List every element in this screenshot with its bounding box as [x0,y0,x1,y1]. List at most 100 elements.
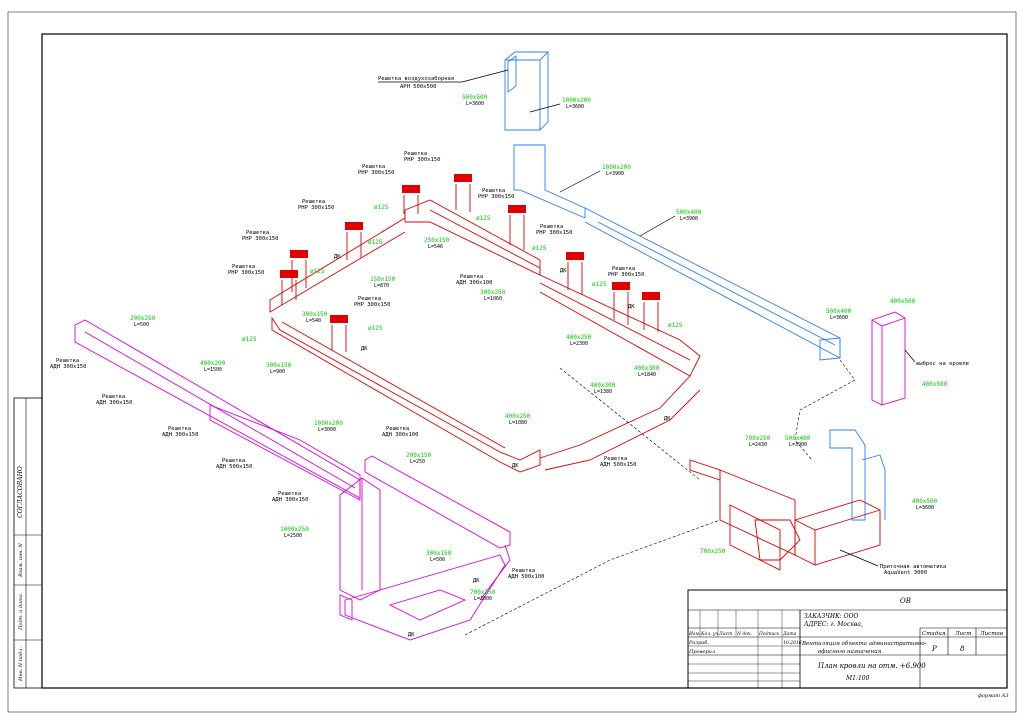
dk-3: ДК [628,304,635,310]
blue-size-7: 400х500 [912,498,938,505]
grille-label-10b: РНР 300х150 [354,302,390,308]
mag-len-3: L=3000 [318,427,336,433]
blue-size-2: 1000х200 [562,97,591,104]
side-stamp: СОГЛАСОВАНО Взам. инв. N Подп. и дата Ин… [13,397,43,689]
red-size-5: 300х250 [480,289,506,296]
intake-grille-type: АРН 500х500 [400,84,436,90]
unit-model: AquaVent 3000 [884,570,927,576]
mag-grille-2b: АДН 300х150 [96,400,132,406]
grille-label-3b: РНР 300х150 [478,194,514,200]
grille-label-7b: РНР 300х150 [608,272,644,278]
tb-address: АДРЕС: г. Москва, [803,621,863,628]
grille-label-7a: Решетка [612,266,635,272]
mag-size-3: 1000х200 [314,420,343,427]
mag-size-5: 1000х250 [280,526,309,533]
diam-9: ø125 [242,336,257,343]
blue-duct-system [504,51,886,521]
grille-label-6b: РНР 300х150 [242,236,278,242]
diam-2: ø125 [476,215,491,222]
red-len-9: L=1080 [509,420,527,426]
tb-date: 10.2016 [783,640,802,646]
tb-plan: План кровли на отм. +6.900 [817,662,926,670]
red-len-3: L=540 [306,318,321,324]
intake-grille [507,55,517,93]
red-size-9: 400х250 [505,413,531,420]
blue-len-7: L=3600 [916,505,934,511]
grille-label-4a: Решетка [302,199,325,205]
blue-size-4: 500х400 [676,209,702,216]
grille-label-1a: Решетка [404,151,427,157]
tb-sheet-h: Лист [954,631,971,637]
dk-4: ДК [361,346,368,352]
red-len-8: L=1380 [594,389,612,395]
diam-5: ø125 [310,268,325,275]
drawing-frame [41,33,1008,689]
red-len-1: L=546 [428,244,443,250]
mag-size-4: 200х150 [406,452,432,459]
mag-grille-3b: АДН 300х150 [162,432,198,438]
diam-6: ø125 [592,281,607,288]
stamp-sign: Подп. и дата [18,594,24,631]
blue-len-4: L=3900 [680,216,698,222]
stamp-agreed: СОГЛАСОВАНО [17,466,24,518]
outer-sheet-edge [7,11,1017,713]
grille-label-4b: РНР 300х150 [298,205,334,211]
blue-len-3: L=3900 [606,171,624,177]
blue-size-5: 500х400 [826,308,852,315]
diam-8: ø125 [668,322,683,329]
red-len-7: L=1840 [638,372,656,378]
red-len-10: L=2430 [749,442,767,448]
tb-role-1: Разраб. [688,639,709,646]
tb-col-3: Лист [718,631,732,637]
tb-format: формат А3 [978,692,1009,699]
blue-len-1: L=3600 [466,101,484,107]
mag-len-5: L=2500 [284,533,302,539]
dashed-link-1 [794,359,856,461]
shaft-size-bottom: 400х500 [922,381,948,388]
mag-size-6: 300х150 [426,550,452,557]
grille-label-11b: АДН 500х150 [600,462,636,468]
blue-len-5: L=3600 [830,315,848,321]
intake-grille-title: Решетка воздухозаборная [378,75,454,82]
dk-1: ДК [334,254,341,260]
tb-col-2: Кол. уч. [700,631,720,637]
grille-label-1b: РНР 300х150 [404,157,440,163]
mag-grille-6a: Решетка [278,491,301,497]
stamp-inv: Инв. N подл. [18,647,24,682]
tb-code: ОВ [900,597,911,605]
grille-label-2a: Решетка [362,164,385,170]
stamp-replaced: Взам. инв. N [18,543,24,578]
diam-4: ø125 [532,245,547,252]
red-size-4: 300х150 [266,362,292,369]
dk-8: ДК [408,632,415,638]
dk-2: ДК [560,268,567,274]
exhaust-label: выброс на кровле [916,360,969,367]
grille-label-8b: РНР 300х150 [228,270,264,276]
mag-grille-7a: Решетка [512,568,535,574]
tb-sheets-h: Листов [979,631,1003,637]
tb-sheet: 8 [960,645,965,653]
mag-size-2: 400х200 [200,360,226,367]
dk-5: ДК [512,463,519,469]
blue-size-3: 1000х200 [602,164,631,171]
grille-label-10a: Решетка [358,296,381,302]
blue-size-1: 500х500 [462,94,488,101]
mag-grille-7b: АДН 500х100 [508,574,544,580]
mag-grille-3a: Решетка [168,426,191,432]
mag-len-2: L=1500 [204,367,222,373]
mag-grille-5a: Решетка [222,458,245,464]
mag-size-1: 200х250 [130,315,156,322]
mag-len-6: L=500 [430,557,445,563]
dk-6: ДК [664,416,671,422]
dashed-link-3 [464,519,721,636]
tb-col-6: Дата [782,631,797,637]
mag-grille-6b: АДН 300х150 [272,497,308,503]
grille-label-3a: Решетка [482,188,505,194]
red-duct-system [269,174,881,571]
grille-label-5b: РНР 300х150 [536,230,572,236]
red-len-2: L=870 [374,283,389,289]
grille-label-9b: АДН 300х100 [456,280,492,286]
grille-label-9a: Решетка [460,274,483,280]
mag-len-7: L=3000 [474,596,492,602]
